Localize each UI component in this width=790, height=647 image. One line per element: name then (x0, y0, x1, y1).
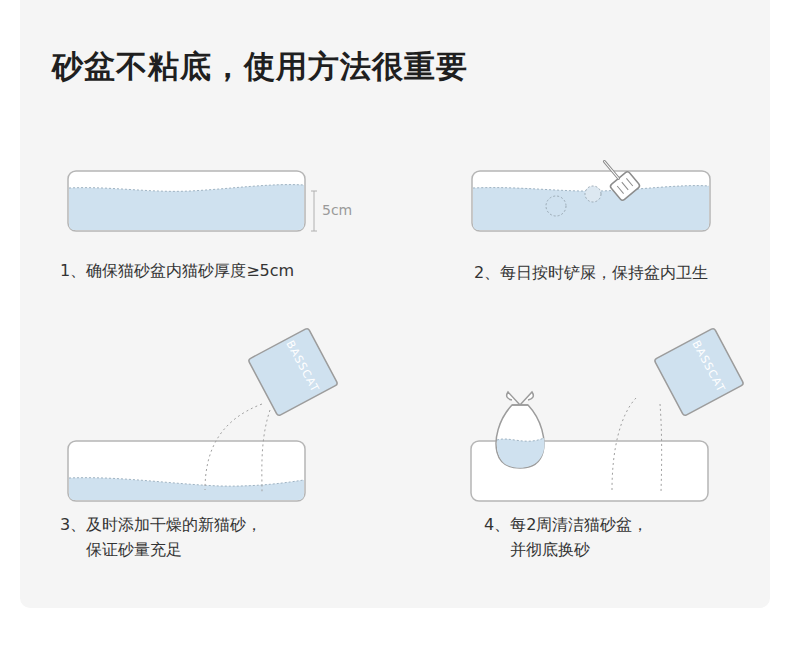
dimension-label: 5cm (322, 202, 352, 218)
step-caption: 4、每2周清洁猫砂盆， 并彻底换砂 (484, 512, 710, 562)
step-caption: 1、确保猫砂盆内猫砂厚度≥5cm (60, 258, 294, 283)
step-caption: 3、及时添加干燥的新猫砂， 保证砂量充足 (60, 512, 326, 562)
step-caption: 2、每日按时铲屎，保持盆内卫生 (474, 260, 708, 285)
page-title: 砂盆不粘底，使用方法很重要 (52, 46, 468, 88)
